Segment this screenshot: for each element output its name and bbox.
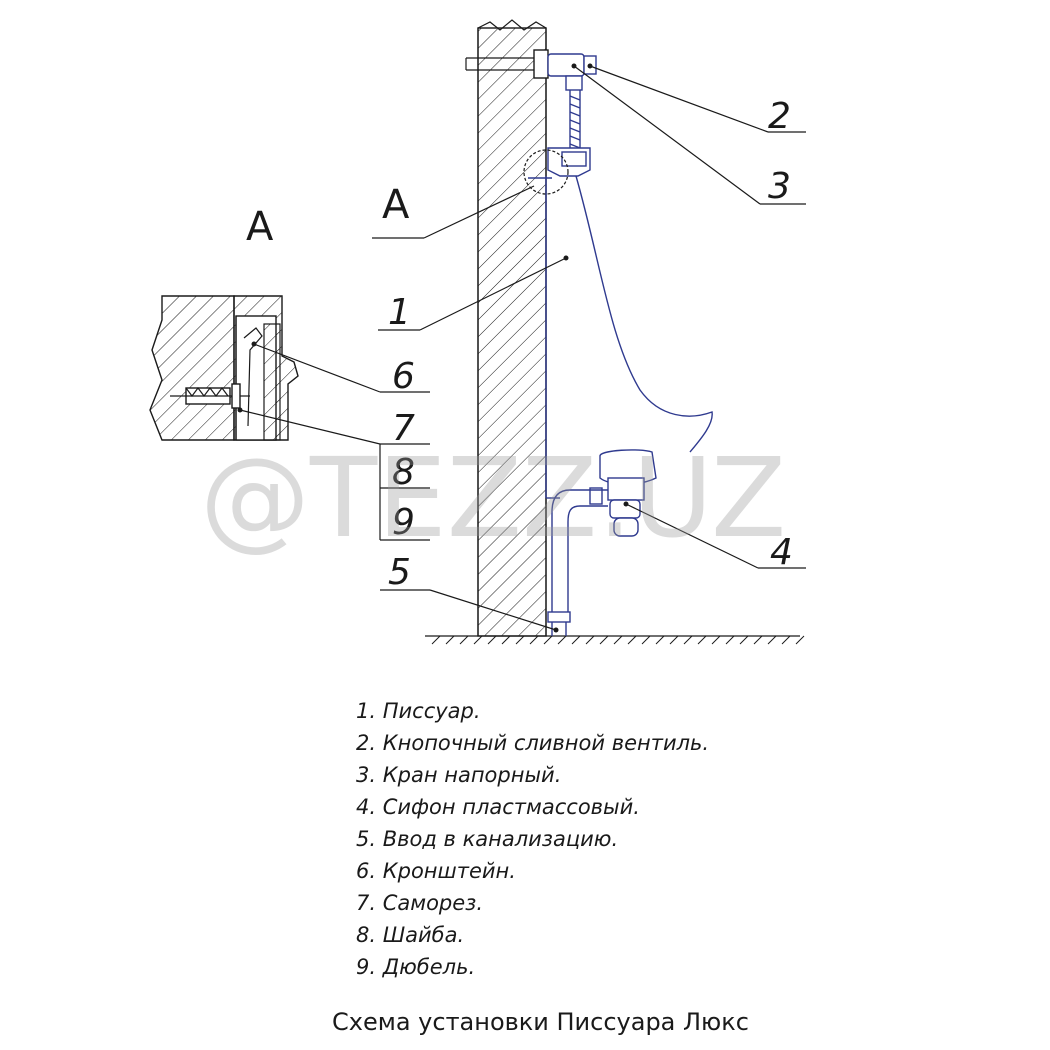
diagram-caption: Схема установки Писсуара Люкс [332, 1008, 749, 1036]
legend-item: 4. Сифон пластмассовый. [356, 795, 640, 819]
legend-item: 3. Кран напорный. [356, 763, 561, 787]
watermark: @TEZZ.UZ [200, 434, 786, 562]
callout-4: 4 [770, 532, 793, 573]
wall [477, 19, 547, 637]
callout-7: 7 [392, 408, 415, 449]
view-label: A [382, 182, 410, 228]
urinal-body [545, 175, 713, 498]
legend-item: 1. Писсуар. [356, 699, 481, 723]
legend: 1. Писсуар. 2. Кнопочный сливной вентиль… [356, 699, 709, 979]
callout-9: 9 [392, 502, 415, 543]
supply-pipe [465, 57, 546, 71]
legend-item: 8. Шайба. [356, 923, 464, 947]
callout-labels: 2 3 1 6 7 8 9 4 5 A A [246, 96, 793, 593]
legend-item: 9. Дюбель. [356, 955, 475, 979]
leader-lines [237, 63, 806, 633]
detail-label: A [246, 204, 274, 250]
legend-item: 2. Кнопочный сливной вентиль. [356, 731, 709, 755]
legend-item: 6. Кронштейн. [356, 859, 516, 883]
callout-6: 6 [392, 356, 415, 397]
floor [425, 635, 805, 645]
callout-8: 8 [392, 452, 415, 493]
detail-a [149, 295, 299, 441]
callout-1: 1 [388, 292, 411, 333]
legend-item: 5. Ввод в канализацию. [356, 827, 618, 851]
callout-3: 3 [768, 166, 791, 207]
legend-item: 7. Саморез. [356, 891, 483, 915]
callout-5: 5 [388, 552, 411, 593]
siphon [546, 449, 657, 636]
callout-2: 2 [768, 96, 791, 137]
